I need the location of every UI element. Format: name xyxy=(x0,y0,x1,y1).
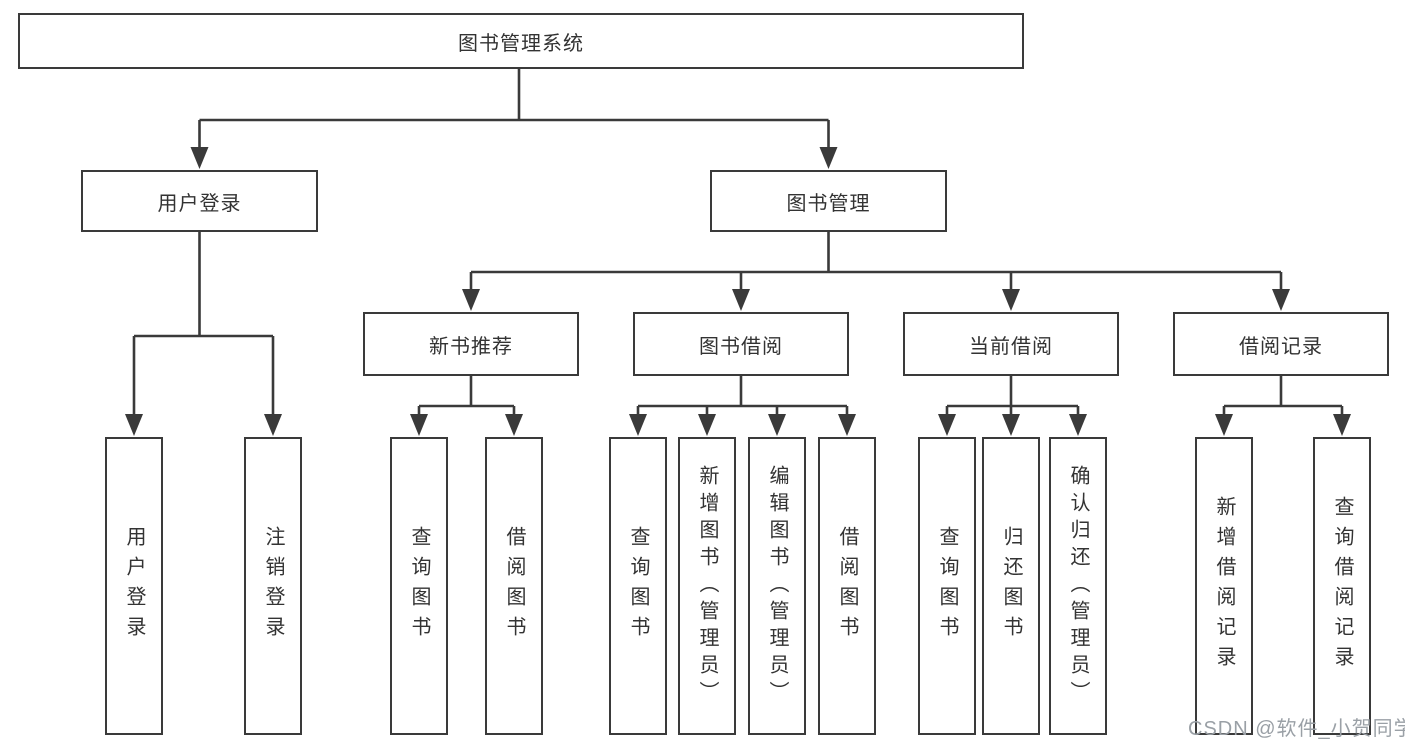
leaf-newbook-query-books-label: 查询图书 xyxy=(408,526,430,646)
connector-newbook-to-leaves xyxy=(410,376,523,436)
connector-bookborrow-to-leaves xyxy=(629,376,856,436)
leaf-user-login: 用户登录 xyxy=(105,437,163,735)
leaf-edit-books-admin-label: 编辑图书（管理员） xyxy=(766,464,788,708)
leaf-logout-label: 注销登录 xyxy=(262,526,284,646)
leaf-borrow-books: 借阅图书 xyxy=(818,437,876,735)
leaf-newbook-borrow-books: 借阅图书 xyxy=(485,437,543,735)
connector-root-to-level2 xyxy=(190,69,838,169)
leaf-add-borrow-record: 新增借阅记录 xyxy=(1195,437,1253,735)
leaf-current-query-books-label: 查询图书 xyxy=(936,526,958,646)
leaf-borrow-query-books: 查询图书 xyxy=(609,437,667,735)
leaf-borrow-query-books-label: 查询图书 xyxy=(627,526,649,646)
connector-currentborrow-to-leaves xyxy=(938,376,1087,436)
connector-borrowrecords-to-leaves xyxy=(1215,376,1351,436)
csdn-watermark: CSDN @软件_小贺同学 xyxy=(1188,718,1405,740)
node-book-borrow: 图书借阅 xyxy=(633,312,849,376)
node-book-management: 图书管理 xyxy=(710,170,947,232)
node-library-management-system: 图书管理系统 xyxy=(18,13,1024,69)
leaf-edit-books-admin: 编辑图书（管理员） xyxy=(748,437,806,735)
leaf-return-books-label: 归还图书 xyxy=(1000,526,1022,646)
connector-bookmgmt-to-level3 xyxy=(462,232,1290,311)
leaf-add-borrow-record-label: 新增借阅记录 xyxy=(1213,496,1235,676)
node-user-login: 用户登录 xyxy=(81,170,318,232)
leaf-borrow-books-label: 借阅图书 xyxy=(836,526,858,646)
leaf-newbook-query-books: 查询图书 xyxy=(390,437,448,735)
leaf-query-borrow-record: 查询借阅记录 xyxy=(1313,437,1371,735)
leaf-return-books: 归还图书 xyxy=(982,437,1040,735)
leaf-logout: 注销登录 xyxy=(244,437,302,735)
leaf-newbook-borrow-books-label: 借阅图书 xyxy=(503,526,525,646)
leaf-add-books-admin: 新增图书（管理员） xyxy=(678,437,736,735)
node-current-borrow: 当前借阅 xyxy=(903,312,1119,376)
leaf-current-query-books: 查询图书 xyxy=(918,437,976,735)
connector-userlogin-to-leaves xyxy=(125,232,282,436)
leaf-confirm-return-admin-label: 确认归还（管理员） xyxy=(1067,464,1089,708)
leaf-add-books-admin-label: 新增图书（管理员） xyxy=(696,464,718,708)
leaf-query-borrow-record-label: 查询借阅记录 xyxy=(1331,496,1353,676)
leaf-confirm-return-admin: 确认归还（管理员） xyxy=(1049,437,1107,735)
node-new-book-recommend: 新书推荐 xyxy=(363,312,579,376)
node-borrow-records: 借阅记录 xyxy=(1173,312,1389,376)
leaf-user-login-label: 用户登录 xyxy=(123,526,145,646)
